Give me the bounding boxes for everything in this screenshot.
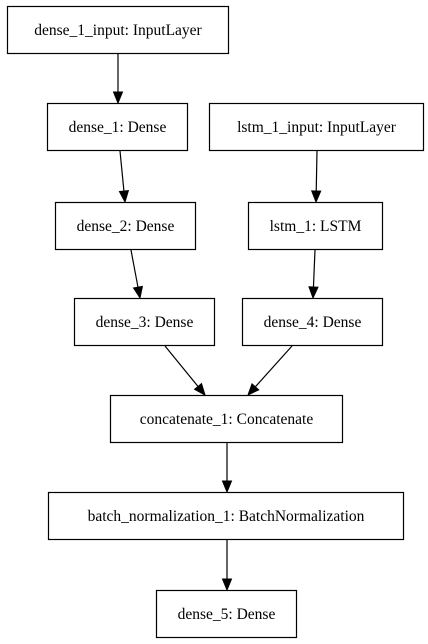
- node-box: [54, 201, 197, 251]
- node-dense-1: dense_1: Dense: [46, 102, 189, 152]
- arrowhead: [132, 285, 144, 300]
- arrowhead: [247, 382, 260, 396]
- edge-batch_normalization_1-to-dense_5: [221, 540, 233, 592]
- arrowhead: [308, 286, 319, 300]
- arrowhead: [310, 190, 322, 204]
- node-label: lstm_1: LSTM: [270, 218, 362, 235]
- node-label: batch_normalization_1: BatchNormalizatio…: [88, 508, 365, 525]
- edge-concatenate_1-to-batch_normalization_1: [221, 443, 233, 494]
- node-label: dense_4: Dense: [264, 314, 362, 331]
- node-batch-normalization-1: batch_normalization_1: BatchNormalizatio…: [47, 491, 405, 541]
- edges-layer: [112, 54, 322, 592]
- node-label: lstm_1_input: InputLayer: [237, 119, 397, 136]
- node-label: dense_1_input: InputLayer: [34, 22, 202, 39]
- arrowhead: [221, 578, 233, 592]
- node-label: dense_2: Dense: [77, 218, 175, 235]
- node-box: [47, 491, 405, 541]
- node-label: dense_5: Dense: [178, 606, 276, 623]
- arrowhead: [193, 382, 206, 397]
- edge-lstm_1_input-to-lstm_1: [310, 150, 322, 204]
- edge-line: [312, 249, 316, 288]
- node-dense-4: dense_4: Dense: [241, 297, 384, 347]
- edge-dense_3-to-concatenate_1: [164, 345, 206, 397]
- arrowhead: [118, 190, 130, 204]
- node-dense-5: dense_5: Dense: [155, 589, 298, 639]
- node-box: [155, 589, 298, 639]
- edge-dense_4-to-concatenate_1: [247, 345, 293, 396]
- edge-dense_1_input-to-dense_1: [112, 54, 124, 105]
- edge-dense_2-to-dense_3: [130, 249, 144, 300]
- arrowhead: [221, 480, 233, 494]
- node-label: dense_3: Dense: [96, 314, 194, 331]
- node-lstm-1: lstm_1: LSTM: [247, 201, 384, 251]
- node-box: [73, 297, 216, 347]
- node-label: concatenate_1: Concatenate: [140, 411, 314, 428]
- node-label: dense_1: Dense: [69, 119, 167, 136]
- edge-dense_1-to-dense_2: [118, 150, 130, 204]
- edge-line: [164, 345, 199, 387]
- node-box: [109, 394, 344, 444]
- node-dense-1-input: dense_1_input: InputLayer: [6, 5, 230, 55]
- edge-line: [254, 345, 293, 388]
- edge-lstm_1-to-dense_4: [308, 249, 319, 300]
- node-dense-3: dense_3: Dense: [73, 297, 216, 347]
- node-concatenate-1: concatenate_1: Concatenate: [109, 394, 344, 444]
- node-lstm-1-input: lstm_1_input: InputLayer: [208, 102, 425, 152]
- node-box: [46, 102, 189, 152]
- node-box: [208, 102, 425, 152]
- edge-line: [119, 150, 125, 192]
- edge-line: [130, 249, 139, 288]
- node-box: [247, 201, 384, 251]
- edge-line: [315, 150, 318, 192]
- node-box: [6, 5, 230, 55]
- node-box: [241, 297, 384, 347]
- arrowhead: [112, 91, 124, 105]
- node-dense-2: dense_2: Dense: [54, 201, 197, 251]
